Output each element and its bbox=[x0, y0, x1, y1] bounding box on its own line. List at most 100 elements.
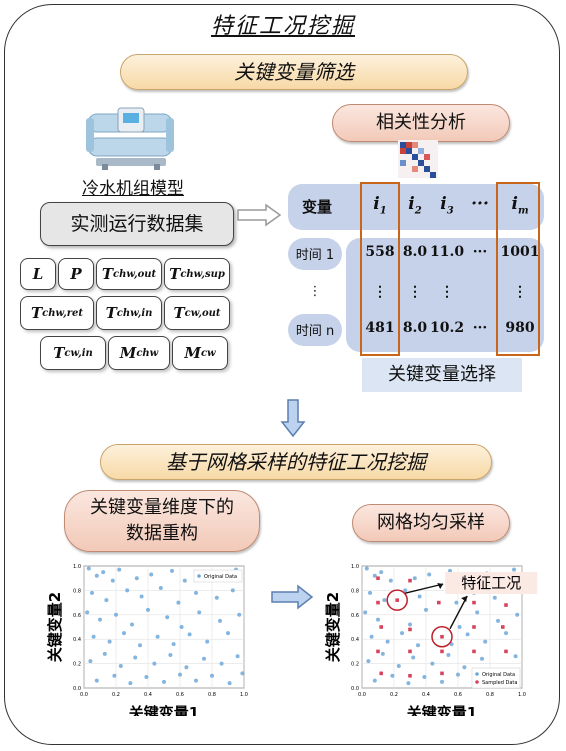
variable-symbol: M bbox=[184, 344, 201, 362]
variable-symbol: T bbox=[105, 304, 117, 322]
data-point bbox=[205, 639, 210, 644]
feature-arrow bbox=[449, 595, 468, 630]
data-point bbox=[90, 590, 94, 595]
x-tick-label: 0.0 bbox=[358, 692, 366, 698]
y-tick-label: 0.2 bbox=[73, 662, 81, 668]
sampled-point bbox=[472, 649, 476, 654]
reconstruct-label-line1: 关键变量维度下的 bbox=[90, 497, 234, 518]
feature-arrow bbox=[405, 583, 444, 594]
data-point bbox=[101, 570, 106, 575]
grid-sampling-pill: 网格均匀采样 bbox=[352, 504, 510, 542]
data-point bbox=[146, 607, 150, 612]
x-tick-label: 0.6 bbox=[454, 692, 462, 698]
data-point bbox=[363, 610, 368, 615]
sampled-point bbox=[504, 649, 508, 654]
data-point bbox=[406, 681, 411, 686]
data-point bbox=[403, 588, 408, 593]
arrow-head bbox=[437, 583, 444, 589]
legend-box bbox=[471, 667, 521, 689]
data-point bbox=[130, 622, 134, 627]
heatmap-icon bbox=[398, 140, 438, 178]
data-point bbox=[368, 590, 372, 595]
sampled-point bbox=[408, 674, 412, 678]
variable-symbol: T bbox=[30, 304, 43, 322]
table-body-bg bbox=[346, 238, 544, 352]
dataset-box: 实测运行数据集 bbox=[40, 202, 234, 246]
data-point bbox=[483, 639, 488, 644]
x-tick-label: 0.8 bbox=[486, 692, 494, 698]
scatter-chart-original: 0.00.00.20.20.40.40.60.60.80.81.01.0Orig… bbox=[46, 564, 248, 716]
data-point bbox=[214, 595, 219, 600]
data-point bbox=[88, 659, 93, 664]
data-point bbox=[117, 567, 122, 572]
data-point bbox=[412, 576, 417, 581]
highlight-circle bbox=[386, 589, 408, 611]
data-point bbox=[112, 673, 117, 678]
data-point bbox=[492, 595, 497, 600]
section2-banner: 基于网格采样的特征工况挖掘 bbox=[100, 444, 492, 480]
table-cell: ⋮ bbox=[408, 284, 422, 300]
data-point bbox=[430, 661, 435, 666]
table-cell: 1001 bbox=[500, 244, 540, 260]
sampled-point bbox=[379, 671, 383, 676]
variable-symbol: P bbox=[70, 265, 82, 283]
row-label-bg-1 bbox=[288, 238, 342, 270]
table-cell: ··· bbox=[472, 320, 488, 336]
variable-subscript: chw bbox=[136, 347, 159, 359]
highlight-col-im bbox=[496, 182, 540, 356]
variable-subscript: chw,out bbox=[112, 268, 157, 280]
data-point bbox=[133, 655, 138, 660]
data-point bbox=[134, 576, 139, 581]
data-point bbox=[122, 631, 126, 636]
data-point bbox=[230, 588, 235, 593]
arrow-down-icon bbox=[280, 399, 306, 438]
variable-subscript: chw,sup bbox=[180, 268, 225, 280]
sampled-point bbox=[408, 578, 412, 583]
data-point bbox=[210, 673, 214, 678]
legend-label: Original Data bbox=[482, 672, 515, 678]
page-title: 特征工况挖掘 bbox=[210, 14, 355, 39]
sampled-point bbox=[472, 600, 476, 605]
section1-banner: 关键变量筛选 bbox=[120, 54, 468, 90]
data-point bbox=[475, 610, 480, 615]
data-point bbox=[382, 598, 387, 603]
data-point bbox=[107, 639, 112, 644]
sampled-point bbox=[395, 598, 399, 602]
sampled-point bbox=[501, 625, 505, 629]
highlight-circle bbox=[431, 626, 453, 648]
table-cell: 558 bbox=[365, 244, 395, 260]
table-row-label-2: ⋮ bbox=[308, 284, 322, 299]
data-point bbox=[416, 643, 420, 648]
table-cell: 10.2 bbox=[430, 320, 465, 336]
y-tick-label: 0.6 bbox=[351, 613, 359, 619]
table-cell: ⋮ bbox=[440, 284, 454, 300]
feature-label-bg bbox=[445, 572, 538, 594]
variable-subscript: chw,ret bbox=[42, 307, 84, 319]
data-point bbox=[440, 679, 444, 684]
correlation-pill: 相关性分析 bbox=[332, 104, 510, 142]
data-point bbox=[372, 573, 377, 578]
data-point bbox=[171, 642, 176, 647]
data-point bbox=[187, 632, 192, 637]
table-header-5: im bbox=[500, 194, 540, 216]
data-point bbox=[512, 567, 516, 572]
data-point bbox=[446, 653, 451, 658]
variable-symbol: T bbox=[173, 304, 185, 322]
data-point bbox=[86, 566, 91, 571]
data-point bbox=[235, 654, 240, 659]
x-axis-label: 关键变量1 bbox=[129, 704, 199, 716]
data-point bbox=[400, 631, 404, 636]
legend-marker bbox=[475, 672, 479, 676]
data-point bbox=[102, 651, 107, 656]
y-tick-label: 0.0 bbox=[351, 686, 359, 692]
data-point bbox=[176, 600, 181, 605]
data-point bbox=[462, 665, 467, 670]
data-point bbox=[139, 594, 144, 599]
reconstruct-label-line2: 数据重构 bbox=[126, 523, 198, 544]
data-point bbox=[118, 664, 123, 669]
sampled-point bbox=[440, 634, 444, 639]
sampled-point bbox=[376, 600, 380, 605]
data-point bbox=[385, 639, 390, 644]
